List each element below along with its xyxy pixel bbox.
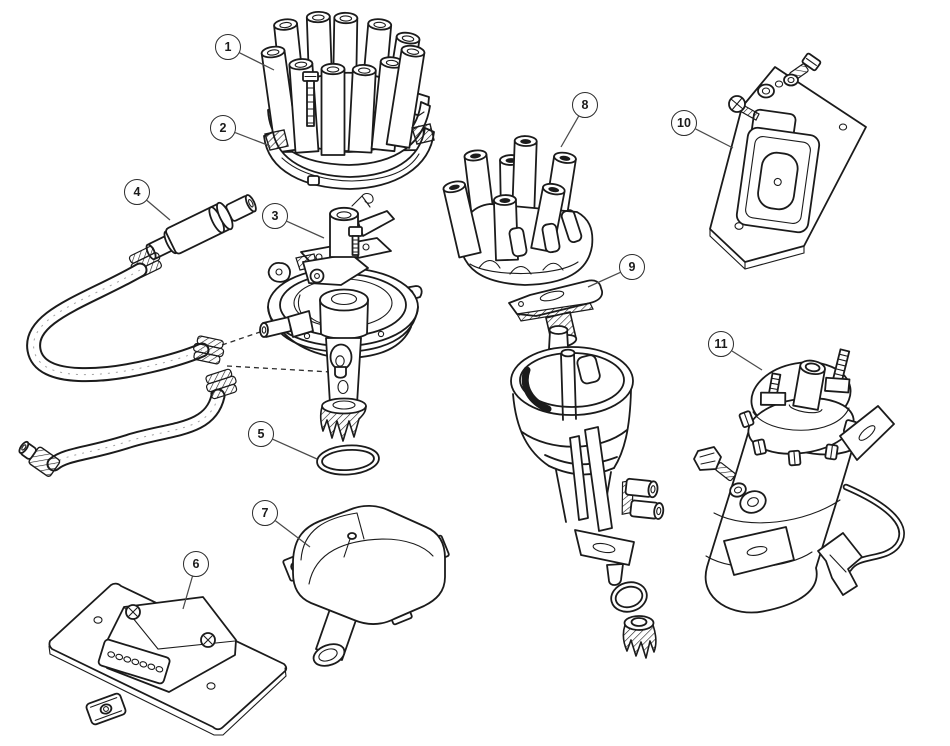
callout-9[interactable]: 9 (619, 254, 645, 280)
callout-8[interactable]: 8 (572, 92, 598, 118)
callout-number: 5 (257, 427, 265, 441)
terminal-stud (759, 372, 787, 406)
callout-number: 7 (261, 506, 269, 520)
distributor-cap-rear (442, 135, 594, 286)
callout-1[interactable]: 1 (215, 34, 241, 60)
leader-line (560, 115, 580, 148)
leader-line (234, 132, 271, 147)
advance-arm (584, 426, 613, 532)
callout-7[interactable]: 7 (252, 500, 278, 526)
distributor-body-rear (510, 325, 665, 659)
callout-number: 10 (677, 116, 691, 130)
callout-number: 4 (133, 185, 141, 199)
amplifier-module (735, 108, 821, 234)
callout-3[interactable]: 3 (262, 203, 288, 229)
cap-tower (442, 180, 482, 259)
leader-line (695, 128, 734, 149)
callout-4[interactable]: 4 (124, 179, 150, 205)
terminal-stud (824, 348, 851, 394)
ht-tower (788, 359, 826, 414)
clamp-boss (329, 343, 353, 379)
mounting-bracket (723, 405, 895, 576)
cap-tower (511, 135, 538, 221)
o-ring-front (316, 444, 380, 476)
callout-number: 2 (219, 121, 227, 135)
spring-clamp (193, 335, 225, 365)
callout-number: 11 (714, 337, 728, 351)
alignment-dash-upper (221, 331, 261, 346)
hose-ferrule (18, 440, 61, 477)
rotor-arm-front (295, 193, 395, 286)
wire-clip (817, 532, 863, 596)
callout-10[interactable]: 10 (671, 110, 697, 136)
bracket-bolt (693, 446, 736, 482)
vacuum-port (259, 310, 314, 338)
leader-line (182, 576, 194, 610)
cap-tower (260, 45, 300, 154)
vacuum-hose-lower (46, 388, 226, 472)
rotor-screw (348, 226, 363, 256)
leader-line (587, 271, 621, 288)
leader-line (275, 520, 311, 548)
lt-wire (842, 483, 905, 573)
ignition-module (97, 596, 237, 693)
ignition-module-plate (48, 582, 288, 736)
side-ports (621, 477, 665, 520)
coil-body (292, 504, 446, 625)
alignment-dash-lower (226, 365, 332, 373)
cap-tower (385, 44, 426, 149)
drive-gear-front (319, 397, 367, 442)
vacuum-valve-assembly (18, 194, 332, 477)
callout-number: 9 (628, 260, 636, 274)
module-screw (125, 604, 141, 620)
shaft-base-block (574, 529, 635, 566)
spring-clamp (205, 368, 238, 400)
callout-number: 3 (271, 209, 279, 223)
check-valve (145, 194, 257, 261)
leader-line (731, 350, 763, 371)
cap-tower (463, 149, 495, 220)
leader-line (146, 199, 171, 221)
distributor-body-front (259, 262, 423, 442)
callout-2[interactable]: 2 (210, 115, 236, 141)
callout-number: 6 (192, 557, 200, 571)
callout-number: 8 (581, 98, 589, 112)
distributor-hub (319, 288, 369, 340)
module-screw (200, 632, 216, 648)
leader-line (272, 438, 318, 460)
callout-11[interactable]: 11 (708, 331, 734, 357)
bracket-screw (728, 95, 760, 121)
leader-line (239, 52, 275, 71)
leader-line (286, 220, 325, 239)
callout-5[interactable]: 5 (248, 421, 274, 447)
ignition-coil-ecore (282, 504, 450, 667)
distributor-cap-front (260, 10, 431, 166)
cap-tower (320, 62, 346, 156)
drive-gear-rear (622, 615, 657, 659)
o-ring-rear (610, 581, 648, 613)
connector-pins (107, 651, 164, 673)
amplifier-bracket (709, 52, 867, 270)
callout-number: 1 (224, 40, 232, 54)
ignition-coil-canister (693, 348, 905, 614)
vacuum-hose-upper (26, 262, 210, 383)
leader-lines (146, 52, 763, 610)
washer (757, 83, 775, 99)
cap-gasket-front (263, 123, 435, 190)
washers (729, 482, 767, 514)
callout-6[interactable]: 6 (183, 551, 209, 577)
cap-tower (347, 64, 377, 154)
cap-clamp-screw (302, 71, 319, 127)
cap-tower (530, 182, 566, 253)
bracket-bolt (783, 52, 822, 87)
clip-nut (85, 692, 127, 726)
shaft-top-stub (548, 325, 569, 350)
